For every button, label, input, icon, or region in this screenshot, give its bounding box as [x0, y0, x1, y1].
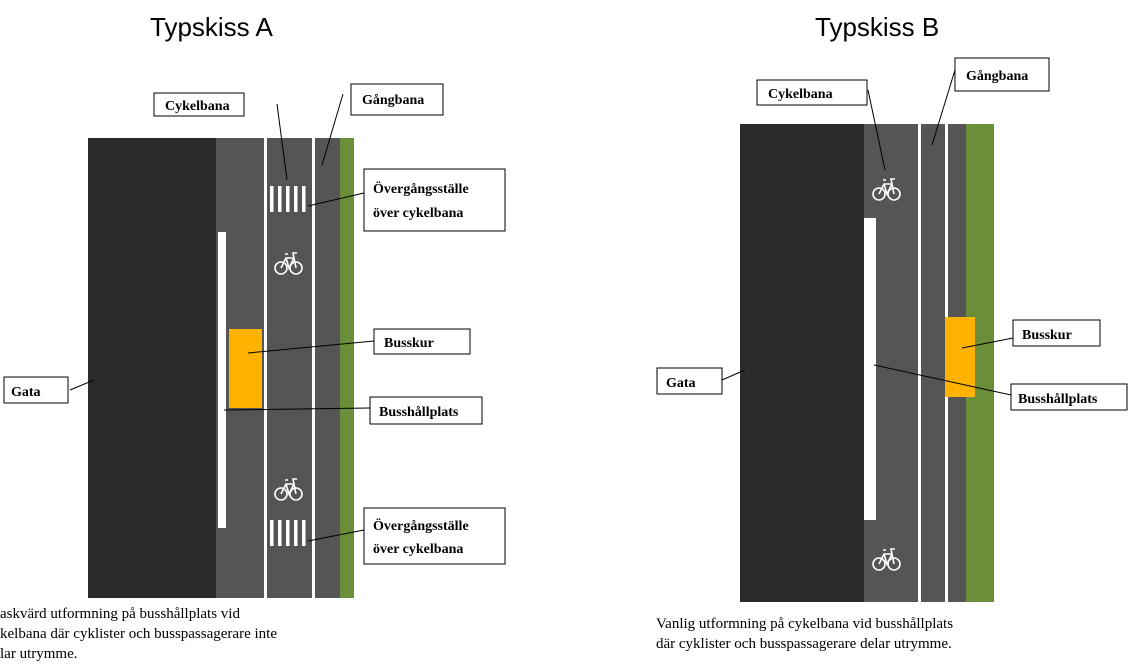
sketch-a: Cykelbana Gångbana Övergångsställe över …: [3, 83, 506, 598]
label-overgangsstalle-top-line2: över cykelbana: [373, 206, 463, 221]
bus-shelter: [229, 329, 262, 408]
caption-sketch-a: askvärd utformning på busshållplats vid …: [0, 604, 277, 664]
sketch-a-title: Typskiss A: [150, 12, 273, 42]
label-gangbana: Gångbana: [966, 69, 1028, 84]
bus-stop-edge: [864, 218, 876, 520]
sketch-b-title: Typskiss B: [815, 12, 940, 42]
lane-divider: [918, 124, 921, 602]
sidewalk: [921, 124, 945, 602]
caption-line: Vanlig utformning på cykelbana vid bussh…: [656, 616, 954, 632]
caption-line: askvärd utformning på busshållplats vid: [0, 606, 240, 622]
label-overgangsstalle-bottom-line2: över cykelbana: [373, 542, 463, 557]
grass-strip: [340, 138, 354, 598]
caption-line: kelbana där cyklister och busspassagerar…: [0, 626, 277, 642]
bus-shelter: [945, 317, 975, 397]
label-busshallplats: Busshållplats: [1018, 392, 1098, 407]
label-gangbana: Gångbana: [362, 93, 424, 108]
caption-line: där cyklister och busspassagerare delar …: [656, 636, 952, 652]
label-busshallplats: Busshållplats: [379, 405, 459, 420]
road-street: [740, 124, 864, 602]
lane-divider: [312, 138, 315, 598]
label-busskur: Busskur: [384, 336, 434, 351]
label-busskur: Busskur: [1022, 328, 1072, 343]
crosswalk-marking: [270, 186, 306, 212]
crosswalk-marking: [270, 520, 306, 546]
lane-divider: [264, 138, 267, 598]
sidewalk: [315, 138, 340, 598]
label-cykelbana: Cykelbana: [768, 87, 833, 102]
bus-stop-edge: [218, 232, 226, 528]
label-cykelbana: Cykelbana: [165, 99, 230, 114]
caption-sketch-b: Vanlig utformning på cykelbana vid bussh…: [656, 614, 953, 654]
label-gata: Gata: [11, 385, 41, 400]
label-overgangsstalle-top-line1: Övergångsställe: [373, 180, 469, 197]
sketch-b: Cykelbana Gångbana Busskur Busshållplats…: [656, 57, 1128, 602]
label-overgangsstalle-bottom-line1: Övergångsställe: [373, 517, 469, 534]
road-street: [88, 138, 216, 598]
label-gata: Gata: [666, 376, 696, 391]
caption-line: lar utrymme.: [0, 646, 78, 662]
